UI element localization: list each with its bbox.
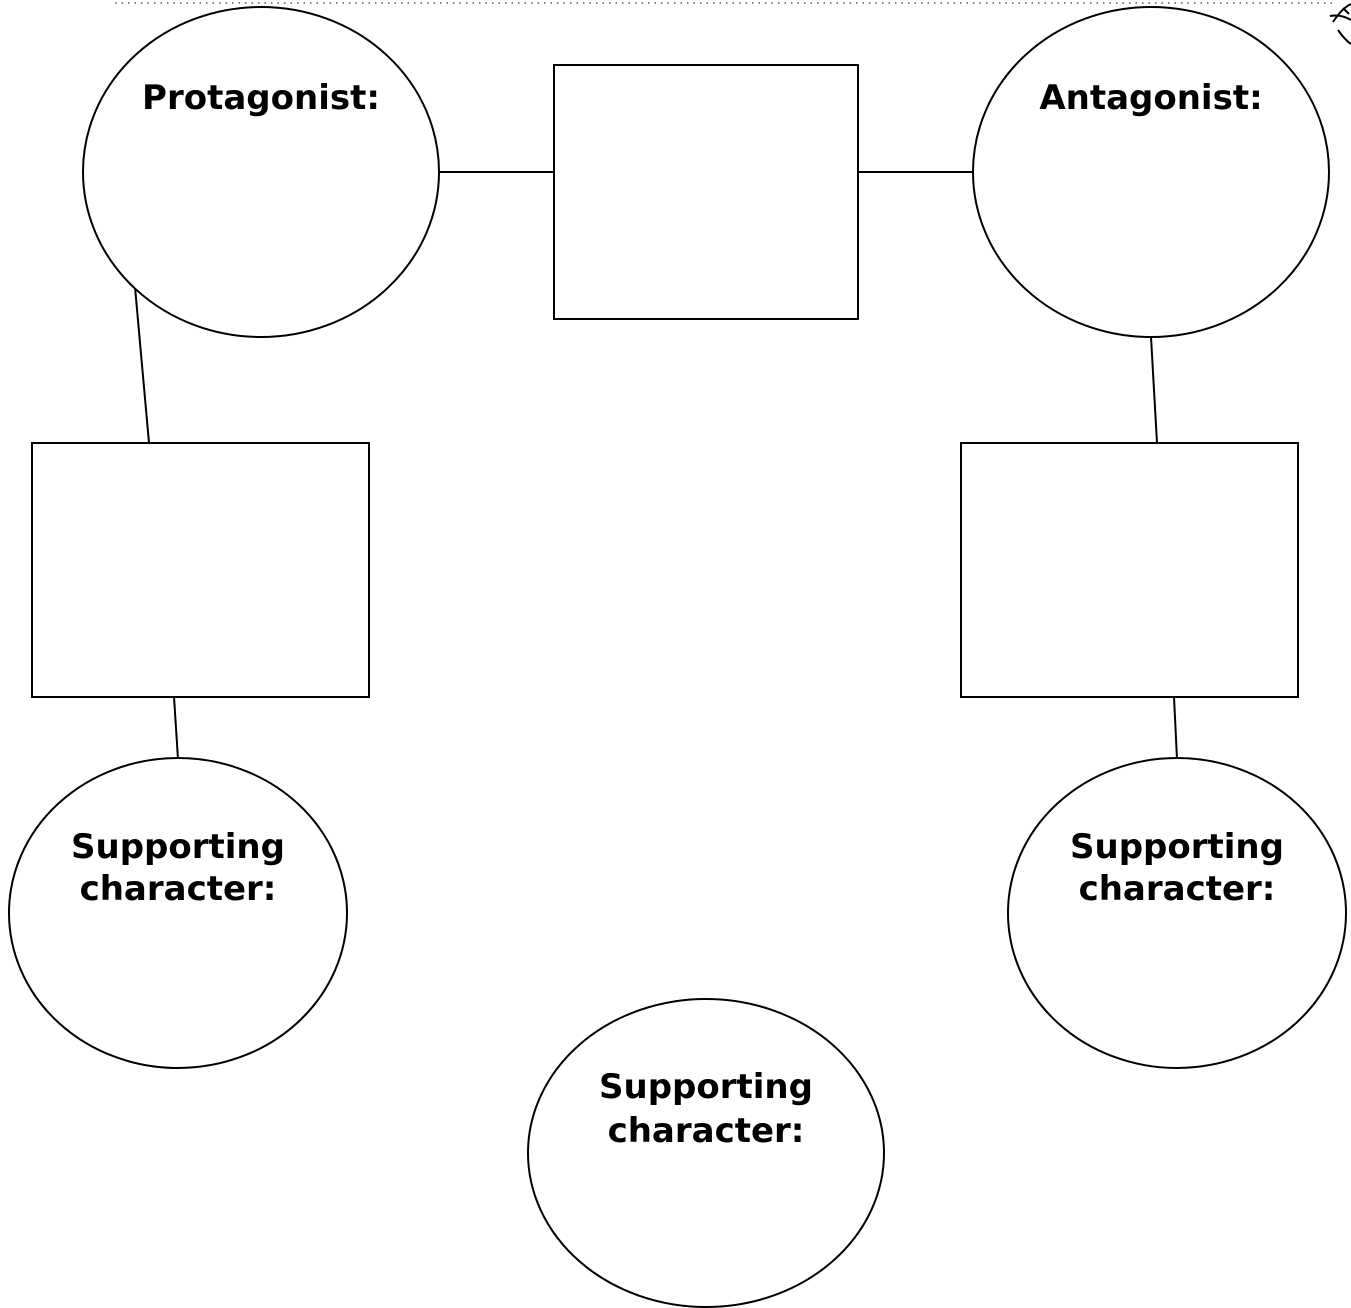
supporting-right-label-line2: character: xyxy=(1079,869,1276,909)
connector-antagonist-right-box xyxy=(1150,336,1158,444)
relation-box-left[interactable] xyxy=(31,442,370,698)
supporting-character-bottom-node[interactable]: Supporting character: xyxy=(527,998,885,1308)
supporting-bottom-label-line1: Supporting xyxy=(599,1067,813,1107)
supporting-character-left-node[interactable]: Supporting character: xyxy=(8,757,348,1069)
corner-doodle-icon xyxy=(1329,3,1351,45)
relation-box-top[interactable] xyxy=(553,64,859,320)
antagonist-node[interactable]: Antagonist: xyxy=(972,6,1330,338)
supporting-right-oval xyxy=(1007,757,1347,1069)
connector-left-box-supporting-left xyxy=(173,696,179,760)
supporting-bottom-label-line2: character: xyxy=(608,1111,805,1151)
antagonist-oval xyxy=(972,6,1330,338)
supporting-left-oval xyxy=(8,757,348,1069)
supporting-character-right-node[interactable]: Supporting character: xyxy=(1007,757,1347,1069)
protagonist-label: Protagonist: xyxy=(142,78,380,118)
supporting-bottom-oval xyxy=(527,998,885,1308)
protagonist-node[interactable]: Protagonist: xyxy=(82,6,440,338)
antagonist-label: Antagonist: xyxy=(1039,78,1262,118)
protagonist-oval xyxy=(82,6,440,338)
supporting-left-label-line1: Supporting xyxy=(71,827,285,867)
relation-box-right[interactable] xyxy=(960,442,1299,698)
supporting-left-label-line2: character: xyxy=(80,869,277,909)
supporting-right-label-line1: Supporting xyxy=(1070,827,1284,867)
connector-right-box-supporting-right xyxy=(1173,696,1178,760)
connector-protagonist-left-box xyxy=(134,286,150,444)
